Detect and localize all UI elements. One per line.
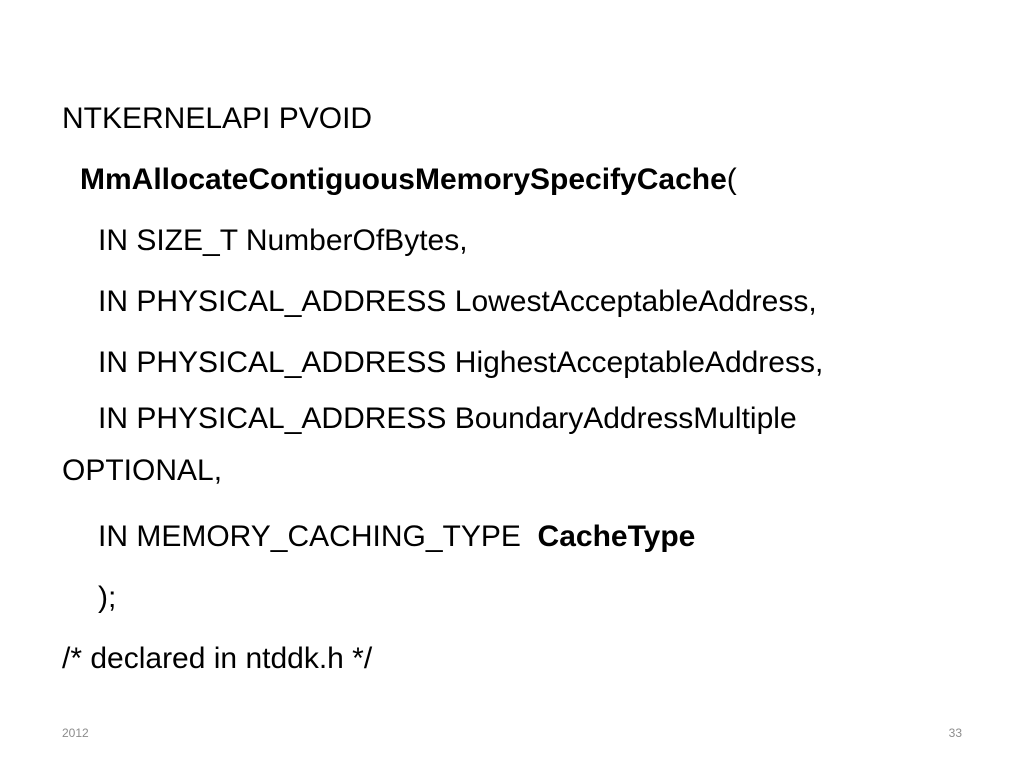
function-name: MmAllocateContiguousMemorySpecifyCache [80, 163, 727, 196]
param-highest-acceptable-address: IN PHYSICAL_ADDRESS HighestAcceptableAdd… [98, 346, 824, 379]
footer-year: 2012 [62, 726, 89, 740]
param-boundary-text: IN PHYSICAL_ADDRESS BoundaryAddressMulti… [98, 402, 797, 435]
return-type-line: NTKERNELAPI PVOID [62, 102, 373, 135]
param-lowest-acceptable-address: IN PHYSICAL_ADDRESS LowestAcceptableAddr… [98, 285, 817, 318]
close-paren-line: ); [98, 581, 117, 614]
param-cache-type: IN MEMORY_CACHING_TYPE CacheType [62, 506, 962, 567]
param-number-of-bytes: IN SIZE_T NumberOfBytes, [98, 224, 468, 257]
param-cache-type-name: CacheType [537, 520, 696, 553]
function-name-line: MmAllocateContiguousMemorySpecifyCache( [62, 149, 962, 210]
footer-page-number: 33 [948, 726, 962, 740]
param-optional-keyword: OPTIONAL, [62, 454, 223, 487]
code-declaration: NTKERNELAPI PVOID MmAllocateContiguousMe… [62, 88, 962, 689]
open-paren: ( [726, 163, 737, 196]
param-boundary-address-multiple: IN PHYSICAL_ADDRESS BoundaryAddressMulti… [62, 393, 962, 497]
declared-comment: /* declared in ntddk.h */ [62, 642, 373, 675]
param-cache-type-prefix: IN MEMORY_CACHING_TYPE [98, 520, 538, 553]
